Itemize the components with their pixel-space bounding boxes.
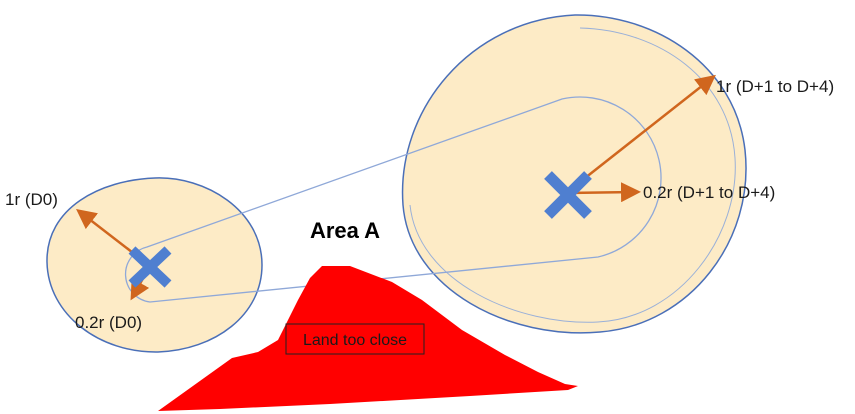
- right-outer-circle-inner-ring: [409, 27, 736, 323]
- area-label: Area A: [310, 218, 380, 243]
- right-radius-arrow: [565, 74, 716, 194]
- land-label-box: [285, 323, 425, 355]
- right-inner-radius-label: 0.2r (D+1 to D+4): [643, 183, 775, 202]
- land-shape: [158, 266, 578, 411]
- x-mark-icon: [544, 171, 592, 219]
- right-outer-circle: [401, 14, 747, 334]
- left-radius-label: 1r (D0): [5, 190, 58, 209]
- land-label: Land too close: [303, 332, 407, 349]
- inner-corridor: [124, 96, 662, 303]
- x-mark-icon: [128, 246, 172, 288]
- left-inner-radius-label: 0.2r (D0): [75, 313, 142, 332]
- right-radius-label: 1r (D+1 to D+4): [716, 77, 834, 96]
